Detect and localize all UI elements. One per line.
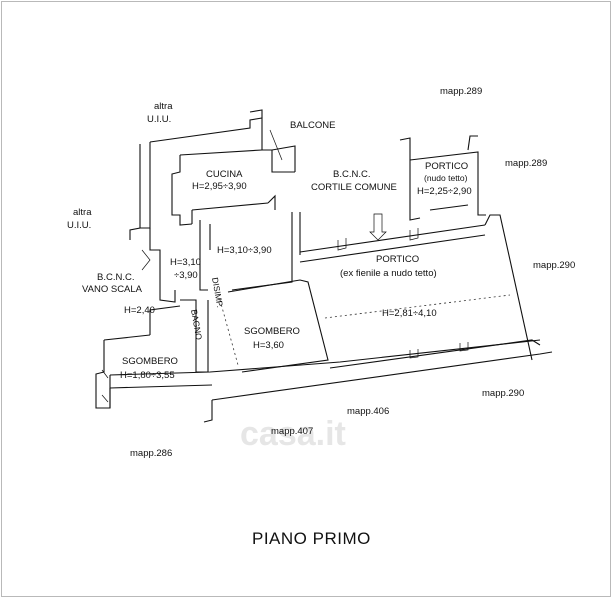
- walls: [95, 109, 553, 423]
- label-mapp-407: mapp.407: [271, 426, 313, 437]
- label-mapp-289-right: mapp.289: [505, 158, 547, 169]
- label-bcnc-cortile-1: B.C.N.C.: [333, 169, 370, 180]
- label-bcnc-cortile-2: CORTILE COMUNE: [311, 182, 397, 193]
- floor-title: PIANO PRIMO: [252, 529, 371, 548]
- label-mapp-406: mapp.406: [347, 406, 389, 417]
- label-bagno: BAGNO: [189, 309, 204, 341]
- label-balcone: BALCONE: [290, 120, 335, 131]
- label-altra-uiu-top-1: altra: [154, 101, 173, 112]
- label-sgombero-1: SGOMBERO: [244, 326, 300, 337]
- watermark: casa.it: [240, 415, 346, 453]
- label-disimp: DISIMP.: [210, 277, 225, 309]
- label-mapp-289-top: mapp.289: [440, 86, 482, 97]
- label-cucina: CUCINA: [206, 169, 243, 180]
- label-altra-uiu-top-2: U.I.U.: [147, 114, 171, 125]
- label-room-height: H=3,10÷3,90: [217, 245, 272, 256]
- label-portico-big-2: (ex fienile a nudo tetto): [340, 268, 437, 279]
- label-altra-uiu-left-1: altra: [73, 207, 92, 218]
- label-room-small-height-2: ÷3,90: [174, 270, 198, 281]
- label-height-240: H=2,40: [124, 305, 155, 316]
- label-mapp-286: mapp.286: [130, 448, 172, 459]
- label-sgombero-1-height: H=3,60: [253, 340, 284, 351]
- label-sgombero-2: SGOMBERO: [122, 356, 178, 367]
- label-cucina-height: H=2,95÷3,90: [192, 181, 247, 192]
- label-mapp-290-right: mapp.290: [533, 260, 575, 271]
- plan-labels: altra U.I.U. mapp.289 BALCONE CUCINA H=2…: [67, 86, 575, 459]
- label-bcnc-scala-1: B.C.N.C.: [97, 272, 134, 283]
- label-bcnc-scala-2: VANO SCALA: [82, 284, 143, 295]
- label-portico-big-1: PORTICO: [376, 254, 419, 265]
- label-sgombero-2-height: H=1,80÷3,55: [120, 370, 175, 381]
- label-portico-small-1: PORTICO: [425, 161, 468, 172]
- label-portico-big-height: H=2,81÷4,10: [382, 308, 437, 319]
- label-portico-small-2: (nudo tetto): [424, 173, 468, 183]
- label-portico-small-3: H=2,25÷2,90: [417, 186, 472, 197]
- label-mapp-290-bottom: mapp.290: [482, 388, 524, 399]
- label-room-small-height-1: H=3,10: [170, 257, 201, 268]
- label-altra-uiu-left-2: U.I.U.: [67, 220, 91, 231]
